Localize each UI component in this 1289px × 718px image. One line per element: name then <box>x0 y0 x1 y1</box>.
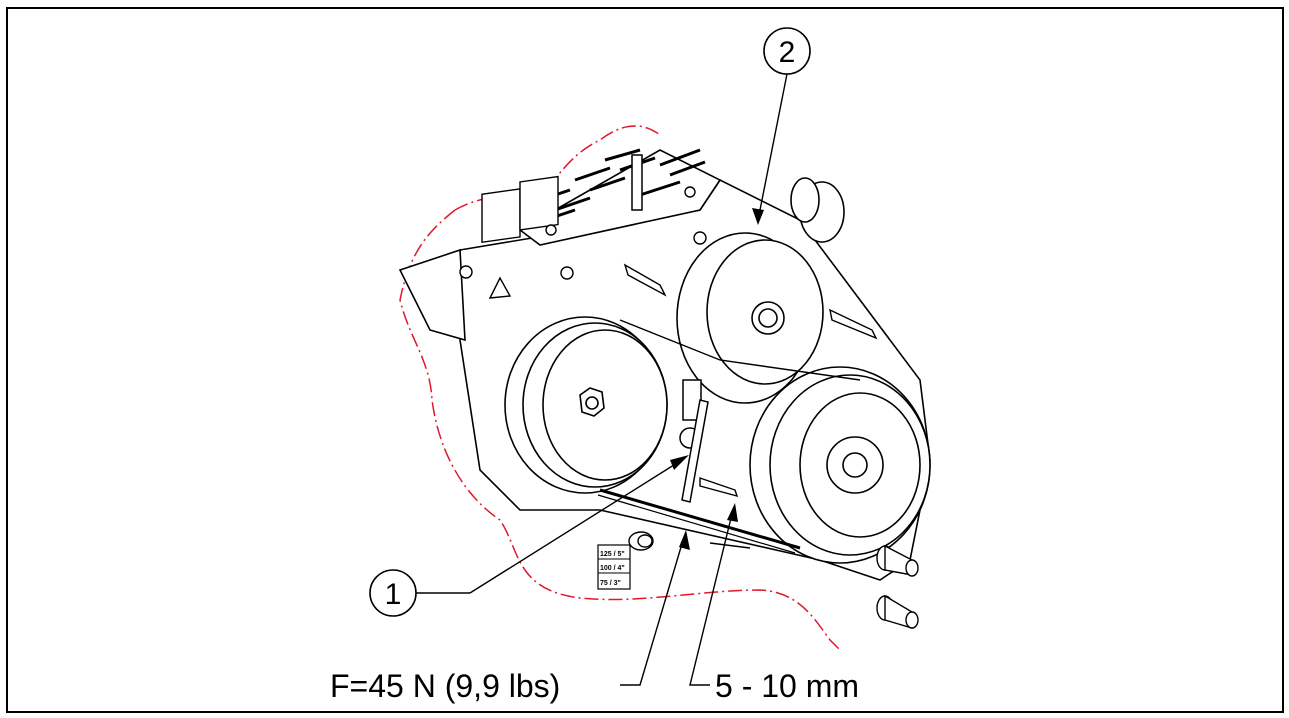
drive-pulley-left <box>504 316 668 494</box>
force-indicator: F=45 N (9,9 lbs) <box>330 530 690 704</box>
callout-2: 2 <box>752 27 811 225</box>
driven-pulley-right <box>749 366 931 564</box>
callout-2-leader <box>757 73 788 221</box>
drive-belt <box>597 319 861 554</box>
callout-1-arrowhead <box>670 455 689 470</box>
decal-line-3: 75 / 3" <box>600 580 621 587</box>
size-decal: 125 / 5" 100 / 4" 75 / 3" <box>597 544 631 590</box>
bolts <box>459 186 707 280</box>
section-boundary-top <box>454 125 661 211</box>
force-label: F=45 N (9,9 lbs) <box>330 668 560 704</box>
force-leader <box>620 536 685 686</box>
studs <box>623 263 878 498</box>
mounting-nut <box>628 531 654 551</box>
lower-studs <box>876 544 919 629</box>
deflection-reference-line <box>709 542 751 549</box>
drawing-border <box>6 7 1284 713</box>
tension-adjuster <box>679 379 709 503</box>
callout-1: 1 <box>369 455 689 617</box>
deflection-label: 5 - 10 mm <box>715 668 859 704</box>
callout-1-leader-diag <box>469 457 686 594</box>
force-arrowhead <box>679 530 690 550</box>
callout-2-number: 2 <box>779 36 796 69</box>
callout-2-arrowhead <box>752 208 764 225</box>
top-shaft <box>631 154 643 211</box>
deflection-leader <box>689 509 734 686</box>
warning-decal <box>481 175 559 299</box>
deflection-arrowhead <box>727 503 738 522</box>
tensioner-pulley <box>676 232 824 404</box>
decal-line-2: 100 / 4" <box>600 565 625 572</box>
callout-1-number: 1 <box>385 578 402 611</box>
section-boundary-line <box>399 209 841 651</box>
deflection-indicator: 5 - 10 mm <box>689 503 859 704</box>
decal-line-1: 125 / 5" <box>600 551 625 558</box>
motor-cylinder <box>790 177 845 243</box>
